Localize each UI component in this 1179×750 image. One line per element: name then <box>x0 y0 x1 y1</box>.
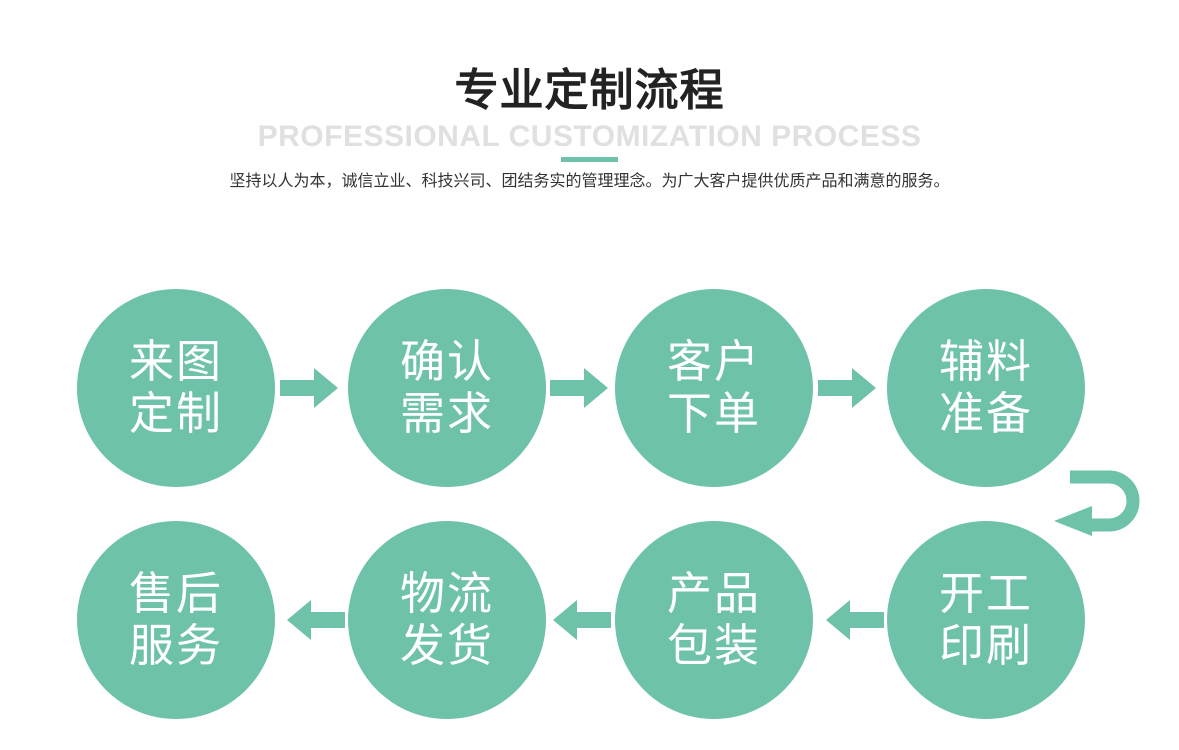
arrow-right-icon <box>818 368 876 408</box>
step-label: 包装 <box>666 619 761 672</box>
arrow-right-icon <box>550 368 608 408</box>
step-4: 辅料准备 <box>887 289 1085 487</box>
step-label: 物流 <box>399 567 494 620</box>
step-7: 物流发货 <box>348 521 546 719</box>
step-label: 定制 <box>128 387 223 440</box>
step-label: 辅料 <box>938 335 1033 388</box>
u-turn-arrow-icon <box>1054 470 1140 536</box>
step-label: 开工 <box>938 567 1033 620</box>
step-label: 来图 <box>128 335 223 388</box>
page-title: 专业定制流程 <box>454 65 725 116</box>
title-underline <box>561 157 618 162</box>
arrow-left-icon <box>553 600 611 640</box>
step-label: 印刷 <box>938 619 1033 672</box>
arrow-left-icon <box>826 600 884 640</box>
step-label: 准备 <box>938 387 1033 440</box>
step-label: 产品 <box>666 567 761 620</box>
arrow-right-icon <box>280 368 338 408</box>
description: 坚持以人为本，诚信立业、科技兴司、团结务实的管理理念。为广大客户提供优质产品和满… <box>229 171 950 190</box>
step-label: 客户 <box>666 335 761 388</box>
arrow-left-icon <box>287 600 345 640</box>
step-label: 下单 <box>666 387 761 440</box>
step-6: 产品包装 <box>615 521 813 719</box>
step-3: 客户下单 <box>615 289 813 487</box>
step-5: 开工印刷 <box>887 521 1085 719</box>
step-label: 服务 <box>128 619 223 672</box>
step-label: 发货 <box>399 619 494 672</box>
step-8: 售后服务 <box>77 521 275 719</box>
step-1: 来图定制 <box>77 289 275 487</box>
step-2: 确认需求 <box>348 289 546 487</box>
english-subtitle: PROFESSIONAL CUSTOMIZATION PROCESS <box>257 120 922 153</box>
step-label: 售后 <box>128 567 223 620</box>
step-label: 需求 <box>399 387 494 440</box>
step-label: 确认 <box>399 335 494 388</box>
